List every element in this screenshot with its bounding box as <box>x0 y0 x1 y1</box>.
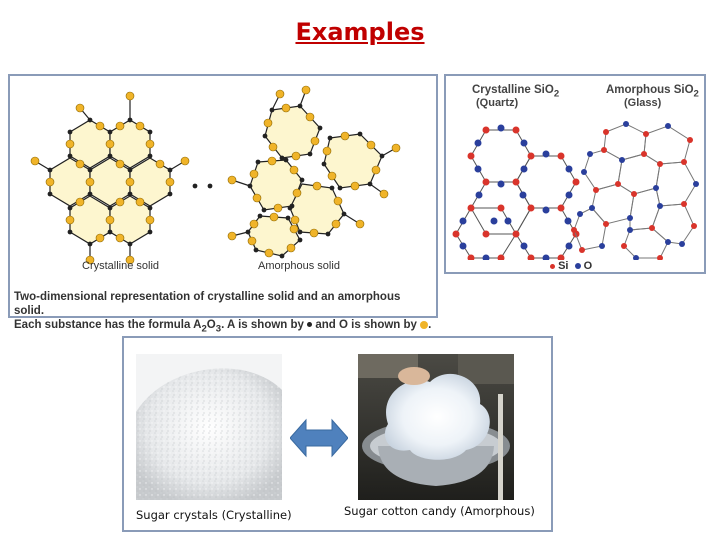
si-legend-icon <box>550 264 555 269</box>
double-arrow-icon <box>290 416 348 460</box>
crystalline-sio2-sub: 2 <box>554 88 559 99</box>
sio2-legend: Si O <box>550 260 592 272</box>
sugar-crystals-photo <box>136 354 282 500</box>
cotton-candy-caption: Sugar cotton candy (Amorphous) <box>344 504 535 518</box>
caption-prefix: Each substance has the formula A <box>14 319 201 331</box>
caption-end: . <box>428 319 431 331</box>
a2o3-illustration <box>10 76 436 286</box>
caption-line-2: Each substance has the formula A2O3. A i… <box>14 318 432 336</box>
amorphous-sio2-sub: 2 <box>694 88 699 99</box>
caption-mid: . A is shown by <box>221 319 304 331</box>
page-title: Examples <box>0 18 720 46</box>
a-atom-icon <box>307 322 312 327</box>
sugar-photos-panel: Sugar crystals (Crystalline) Sugar cotto… <box>122 336 553 532</box>
o-atom-icon <box>420 321 428 329</box>
glass-si-atoms <box>571 129 697 260</box>
glass-structure <box>574 124 696 258</box>
quartz-si-atoms <box>453 127 580 261</box>
amorphous-solid-label: Amorphous solid <box>258 260 340 272</box>
quartz-o-atoms <box>460 125 573 261</box>
caption-mid-2: and O is shown by <box>315 319 417 331</box>
caption-o: O <box>207 319 216 331</box>
a2o3-caption: Two-dimensional representation of crysta… <box>14 290 432 336</box>
cotton-candy-photo <box>358 354 514 500</box>
si-legend-label: Si <box>558 260 568 272</box>
crystalline-solid-label: Crystalline solid <box>82 260 159 272</box>
o-legend-label: O <box>584 260 593 272</box>
crystalline-lattice <box>35 96 185 260</box>
sio2-illustration <box>446 110 704 260</box>
amorphous-sio2-title-text: Amorphous SiO <box>606 84 694 96</box>
sio2-figure: Crystalline SiO2 (Quartz) Amorphous SiO2… <box>444 74 706 274</box>
a2o3-figure: Crystalline solid Amorphous solid Two-di… <box>8 74 438 318</box>
glass-label: (Glass) <box>624 97 661 109</box>
sugar-crystals-caption: Sugar crystals (Crystalline) <box>136 508 292 522</box>
o-legend-icon <box>575 263 581 269</box>
quartz-label: (Quartz) <box>476 97 518 109</box>
quartz-structure <box>456 130 576 258</box>
caption-line-1: Two-dimensional representation of crysta… <box>14 290 432 318</box>
crystalline-sio2-title-text: Crystalline SiO <box>472 84 554 96</box>
